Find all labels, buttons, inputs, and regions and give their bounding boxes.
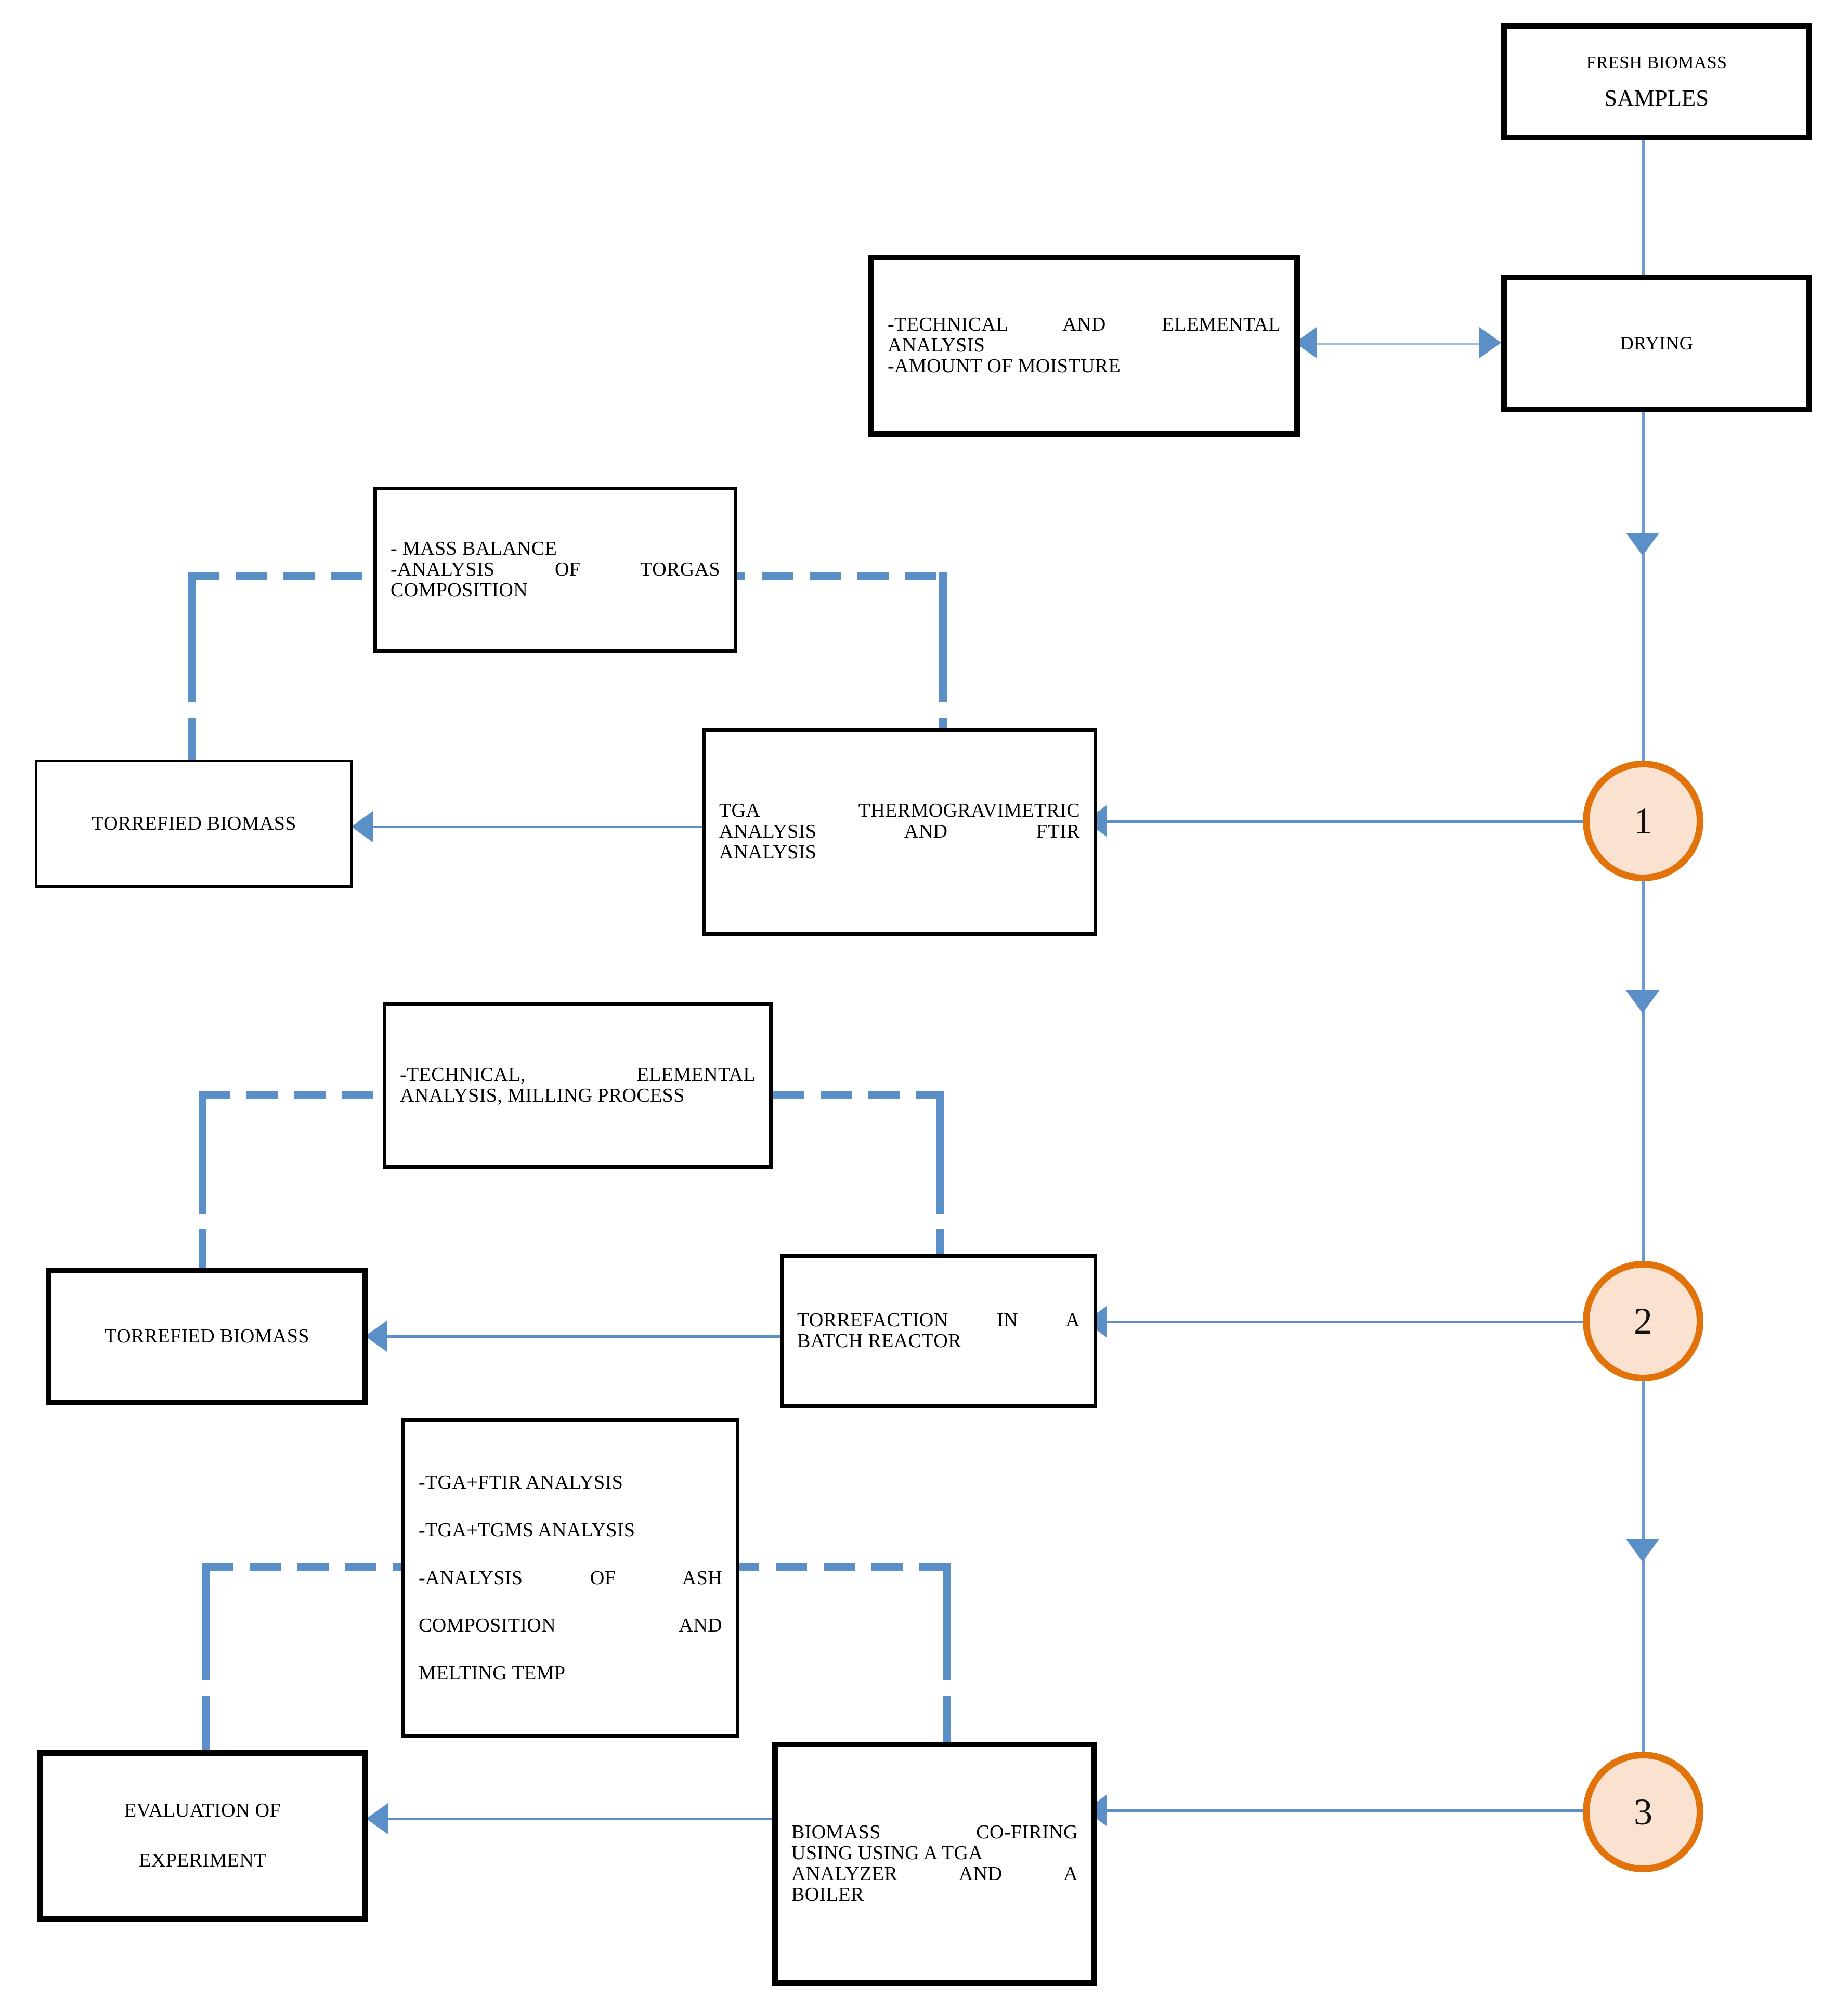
torrefaction-reactor-line-1: TORREFACTION IN A [797,1309,1080,1332]
connector-fresh-to-drying [1642,140,1645,275]
dashed-feedback-3-right-vertical-a [943,1563,951,1680]
ash-analysis-line-4: COMPOSITION AND [419,1614,722,1637]
fresh-biomass-line-1: FRESH BIOMASS [1586,53,1727,72]
node-biomass-cofiring[interactable]: BIOMASS CO-FIRING USING USING A TGA ANAL… [772,1742,1097,1986]
drying-analysis-line-3: -AMOUNT OF MOISTURE [888,355,1121,377]
ash-analysis-line-3: -ANALYSIS OF ASH [419,1567,722,1589]
connector-cofiring-to-evaluation [380,1818,772,1820]
spine-stage1-to-stage2 [1642,881,1645,1261]
ash-analysis-line-1: -TGA+FTIR ANALYSIS [419,1471,623,1493]
arrowhead-spine-stage1 [1626,533,1659,556]
dashed-feedback-3-left-vertical-b [202,1696,210,1764]
cofiring-line-4: BOILER [791,1883,864,1906]
fresh-biomass-line-2: SAMPLES [1604,85,1709,111]
evaluation-line-1: EVALUATION OF [124,1799,281,1822]
torrefaction-reactor-line-2: BATCH REACTOR [797,1330,961,1352]
drying-analysis-line-1: -TECHNICAL AND ELEMENTAL [888,314,1281,336]
ash-analysis-line-5: MELTING TEMP [419,1662,566,1685]
node-torrefied-biomass-2[interactable]: TORREFIED BIOMASS [46,1268,368,1405]
mass-balance-line-1: - MASS BALANCE [391,538,557,560]
dashed-feedback-2-left-vertical-a [199,1091,206,1214]
node-torrefaction-batch-reactor[interactable]: TORREFACTION IN A BATCH REACTOR [780,1254,1097,1408]
drying-analysis-line-2: ANALYSIS [888,334,985,357]
arrowhead-spine-stage2 [1626,990,1659,1013]
node-ash-analysis[interactable]: -TGA+FTIR ANALYSIS -TGA+TGMS ANALYSIS -A… [401,1418,739,1738]
dashed-feedback-1-right-vertical-a [939,572,947,702]
dashed-feedback-2-right-vertical-a [936,1091,944,1214]
cofiring-line-3: ANALYZER AND A [791,1863,1078,1885]
tga-ftir-line-3: ANALYSIS [719,841,817,863]
node-mass-balance[interactable]: - MASS BALANCE -ANALYSIS OF TORGAS COMPO… [373,487,737,653]
tga-ftir-line-2: ANALYSIS AND FTIR [719,820,1080,843]
spine-drying-to-stage1 [1642,412,1645,792]
torrefied-biomass-2-label: TORREFIED BIOMASS [105,1325,309,1347]
arrowhead-reactor-to-torrefied2 [365,1321,387,1352]
node-tga-ftir-analysis[interactable]: TGA THERMOGRAVIMETRIC ANALYSIS AND FTIR … [702,728,1097,936]
connector-reactor-to-torrefied2 [379,1335,780,1338]
tga-ftir-line-1: TGA THERMOGRAVIMETRIC [719,800,1080,822]
technical-milling-line-1: -TECHNICAL, ELEMENTAL [400,1064,756,1086]
cofiring-line-2: USING USING A TGA [791,1842,983,1864]
drying-label: DRYING [1620,332,1694,354]
stage-marker-1[interactable]: 1 [1583,761,1703,881]
arrowhead-spine-stage3 [1626,1539,1659,1562]
connector-stage1-to-tga [1097,820,1586,823]
stage-marker-3[interactable]: 3 [1583,1752,1703,1872]
torrefied-biomass-1-label: TORREFIED BIOMASS [92,812,296,834]
mass-balance-line-3: COMPOSITION [391,579,528,601]
ash-analysis-line-2: -TGA+TGMS ANALYSIS [419,1519,635,1541]
dashed-feedback-3-left-vertical-a [202,1563,210,1680]
node-fresh-biomass-samples[interactable]: FRESH BIOMASS SAMPLES [1501,23,1812,140]
cofiring-line-1: BIOMASS CO-FIRING [791,1821,1078,1844]
connector-drying-analysis-line [1310,343,1490,345]
node-torrefied-biomass-1[interactable]: TORREFIED BIOMASS [35,760,353,888]
mass-balance-line-2: -ANALYSIS OF TORGAS [391,558,720,581]
stage-marker-2[interactable]: 2 [1583,1261,1703,1381]
evaluation-line-2: EXPERIMENT [139,1849,266,1871]
connector-stage2-to-reactor [1097,1321,1586,1323]
node-technical-milling[interactable]: -TECHNICAL, ELEMENTAL ANALYSIS, MILLING … [383,1002,773,1169]
stage-marker-2-label: 2 [1634,1300,1652,1342]
arrowhead-tga-to-torrefied1 [351,811,373,842]
node-drying-analysis[interactable]: -TECHNICAL AND ELEMENTAL ANALYSIS -AMOUN… [868,255,1300,437]
arrowhead-cofiring-to-evaluation [366,1803,388,1834]
node-evaluation-of-experiment[interactable]: EVALUATION OF EXPERIMENT [37,1750,368,1922]
connector-tga-to-torrefied1 [364,826,702,828]
arrowhead-drying-analysis-right [1479,327,1501,358]
technical-milling-line-2: ANALYSIS, MILLING PROCESS [400,1085,685,1106]
node-drying[interactable]: DRYING [1501,275,1812,412]
spine-stage2-to-stage3 [1642,1381,1645,1752]
dashed-feedback-1-left-vertical-a [188,572,196,702]
connector-stage3-to-cofiring [1097,1809,1586,1812]
stage-marker-3-label: 3 [1634,1791,1652,1833]
stage-marker-1-label: 1 [1634,800,1652,842]
